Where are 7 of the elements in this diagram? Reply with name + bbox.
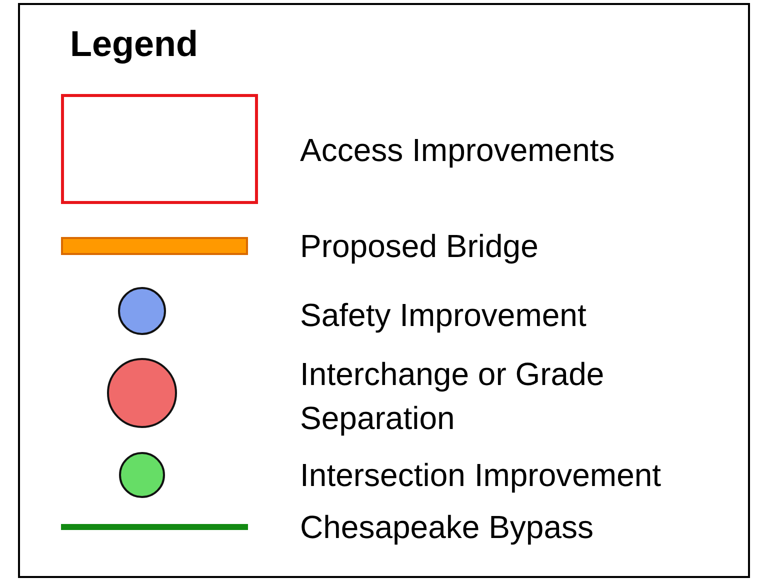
legend-label: Intersection Improvement xyxy=(300,456,662,495)
legend-label: Access Improvements xyxy=(300,131,616,170)
legend-label: Chesapeake Bypass xyxy=(300,508,595,547)
legend-label: Interchange or Grade Separation xyxy=(300,355,606,438)
legend-label: Proposed Bridge xyxy=(300,227,540,266)
legend-label: Safety Improvement xyxy=(300,296,588,335)
legend-title: Legend xyxy=(70,22,198,66)
